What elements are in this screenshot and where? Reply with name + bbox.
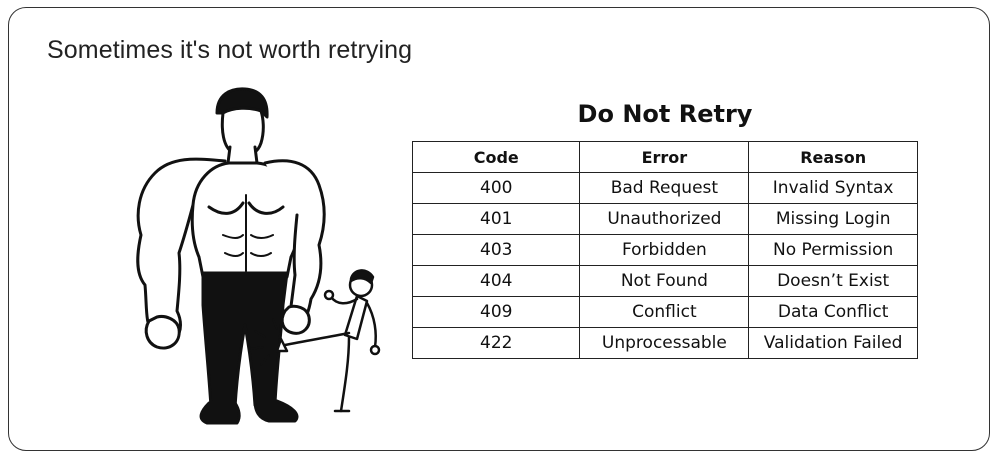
table-row: 409 Conflict Data Conflict: [411, 296, 918, 328]
cell-code: 422: [411, 327, 581, 359]
cell-error: Forbidden: [579, 234, 750, 266]
header-reason: Reason: [748, 141, 918, 173]
table-row: 401 Unauthorized Missing Login: [411, 203, 918, 235]
table-row: 400 Bad Request Invalid Syntax: [411, 172, 918, 204]
big-figure-pants: [201, 271, 289, 409]
cell-reason: Doesn’t Exist: [748, 265, 918, 297]
big-figure: [136, 87, 326, 425]
header-error: Error: [579, 141, 750, 173]
cell-reason: Missing Login: [748, 203, 918, 235]
cell-code: 409: [411, 296, 581, 328]
kick-illustration: [136, 87, 381, 425]
cell-code: 400: [411, 172, 581, 204]
cell-reason: No Permission: [748, 234, 918, 266]
header-code: Code: [411, 141, 581, 173]
big-figure-right-arm: [263, 159, 326, 327]
table-row: 403 Forbidden No Permission: [411, 234, 918, 266]
cell-reason: Invalid Syntax: [748, 172, 918, 204]
cell-reason: Data Conflict: [748, 296, 918, 328]
headline: Sometimes it's not worth retrying: [47, 36, 413, 64]
impact-burst: [250, 318, 278, 366]
big-figure-head: [220, 106, 265, 158]
table-title: Do Not Retry: [577, 100, 753, 128]
table-header-row: Code Error Reason: [411, 141, 918, 173]
cell-code: 403: [411, 234, 581, 266]
cell-error: Conflict: [579, 296, 750, 328]
cell-error: Unauthorized: [579, 203, 750, 235]
table-row: 422 Unprocessable Validation Failed: [411, 327, 918, 359]
small-figure: [275, 269, 381, 413]
do-not-retry-table: Code Error Reason 400 Bad Request Invali…: [411, 141, 918, 359]
cell-reason: Validation Failed: [748, 327, 918, 359]
cell-code: 404: [411, 265, 581, 297]
table-row: 404 Not Found Doesn’t Exist: [411, 265, 918, 297]
cell-code: 401: [411, 203, 581, 235]
cell-error: Not Found: [579, 265, 750, 297]
cell-error: Unprocessable: [579, 327, 750, 359]
cell-error: Bad Request: [579, 172, 750, 204]
